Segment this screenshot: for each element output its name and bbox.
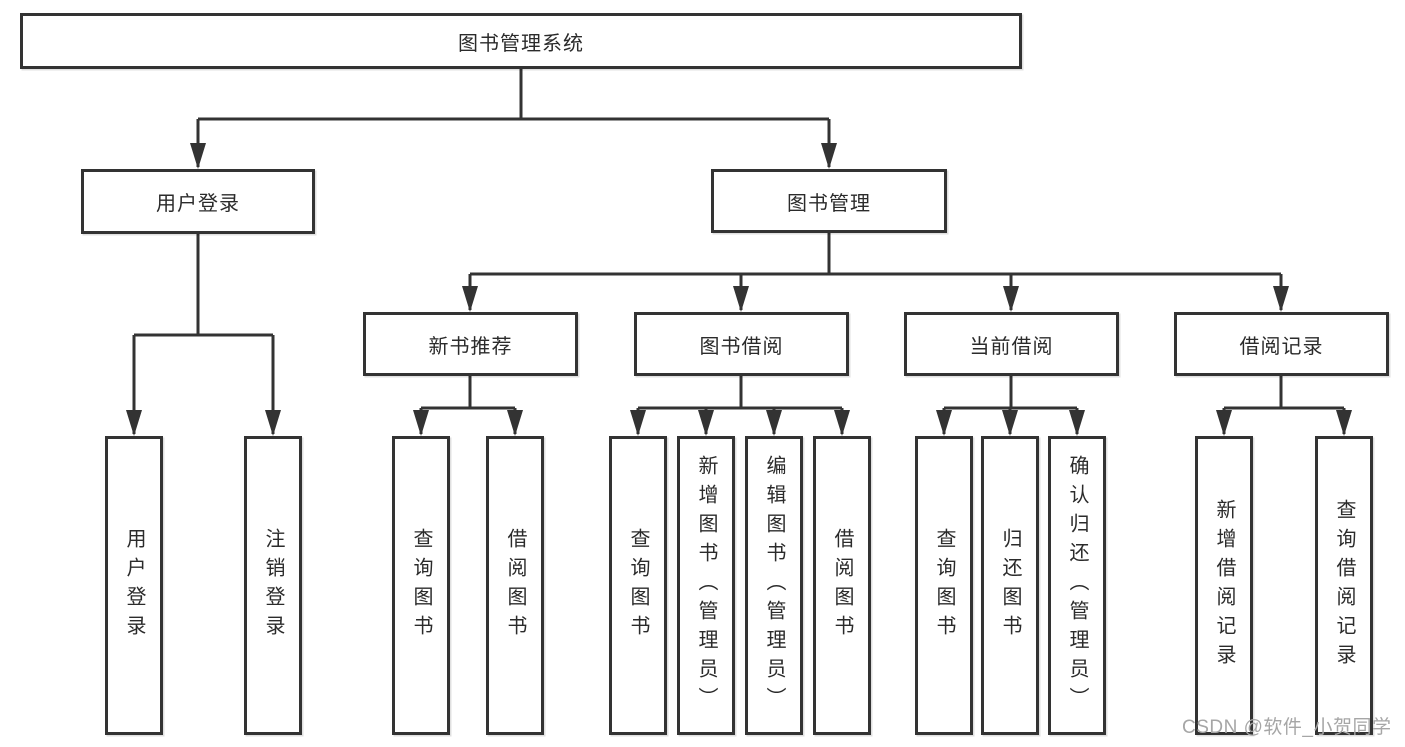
- connector-book-borrow-to-leaves: [636, 376, 844, 434]
- leaf-cb-query-books-label: 查询图书: [933, 527, 955, 644]
- leaf-nb-query-books-label: 查询图书: [410, 527, 432, 644]
- leaf-nb-borrow-books-label: 借阅图书: [504, 527, 526, 644]
- leaf-bb-edit-books-admin-label: 编辑图书（管理员）: [763, 455, 785, 716]
- arrowheads: [126, 143, 1352, 436]
- node-book-borrow-label: 图书借阅: [699, 335, 784, 358]
- leaf-br-add-record: 新增借阅记录: [1195, 436, 1253, 735]
- node-user-login-label: 用户登录: [156, 193, 240, 215]
- connector-root-to-level2: [196, 69, 831, 167]
- leaf-bb-borrow-books-label: 借阅图书: [831, 527, 853, 644]
- leaf-cb-query-books: 查询图书: [915, 436, 973, 735]
- leaf-bb-add-books-admin: 新增图书（管理员）: [677, 436, 735, 735]
- connector-borrow-records-to-leaves: [1222, 376, 1346, 434]
- leaf-bb-edit-books-admin: 编辑图书（管理员）: [745, 436, 803, 735]
- connector-user-login-to-leaves: [132, 234, 275, 434]
- leaf-cb-return-books-label: 归还图书: [999, 527, 1021, 644]
- leaf-nb-query-books: 查询图书: [392, 436, 450, 735]
- node-current-borrow: 当前借阅: [904, 312, 1119, 376]
- leaf-br-add-record-label: 新增借阅记录: [1213, 498, 1235, 673]
- node-book-management: 图书管理: [711, 169, 947, 233]
- leaf-nb-borrow-books: 借阅图书: [486, 436, 544, 735]
- node-new-book-recommend-label: 新书推荐: [428, 335, 513, 358]
- node-root-label: 图书管理系统: [458, 32, 584, 55]
- leaf-bb-add-books-admin-label: 新增图书（管理员）: [695, 455, 717, 716]
- leaf-cb-return-books: 归还图书: [981, 436, 1039, 735]
- leaf-cb-confirm-return-admin-label: 确认归还（管理员）: [1066, 455, 1088, 716]
- leaf-user-login: 用户登录: [105, 436, 163, 735]
- node-current-borrow-label: 当前借阅: [969, 335, 1054, 358]
- leaf-logout: 注销登录: [244, 436, 302, 735]
- leaf-user-login-label: 用户登录: [123, 527, 145, 644]
- connector-arrowheads: [126, 143, 1352, 436]
- csdn-watermark: CSDN @软件_小贺同学: [1182, 717, 1392, 738]
- node-new-book-recommend: 新书推荐: [363, 312, 578, 376]
- node-borrow-records: 借阅记录: [1174, 312, 1389, 376]
- node-borrow-records-label: 借阅记录: [1239, 335, 1324, 358]
- node-root-library-system: 图书管理系统: [20, 13, 1022, 69]
- leaf-br-query-record: 查询借阅记录: [1315, 436, 1373, 735]
- leaf-br-query-record-label: 查询借阅记录: [1333, 498, 1355, 673]
- connector-book-mgmt-to-level3: [468, 233, 1283, 310]
- leaf-logout-label: 注销登录: [262, 527, 284, 644]
- leaf-cb-confirm-return-admin: 确认归还（管理员）: [1048, 436, 1106, 735]
- node-book-borrow: 图书借阅: [634, 312, 849, 376]
- leaf-bb-query-books: 查询图书: [609, 436, 667, 735]
- connector-lines: [132, 69, 1346, 434]
- connector-new-books-to-leaves: [419, 376, 517, 434]
- node-user-login: 用户登录: [81, 169, 315, 234]
- node-book-management-label: 图书管理: [787, 192, 871, 215]
- leaf-bb-borrow-books: 借阅图书: [813, 436, 871, 735]
- leaf-bb-query-books-label: 查询图书: [627, 527, 649, 644]
